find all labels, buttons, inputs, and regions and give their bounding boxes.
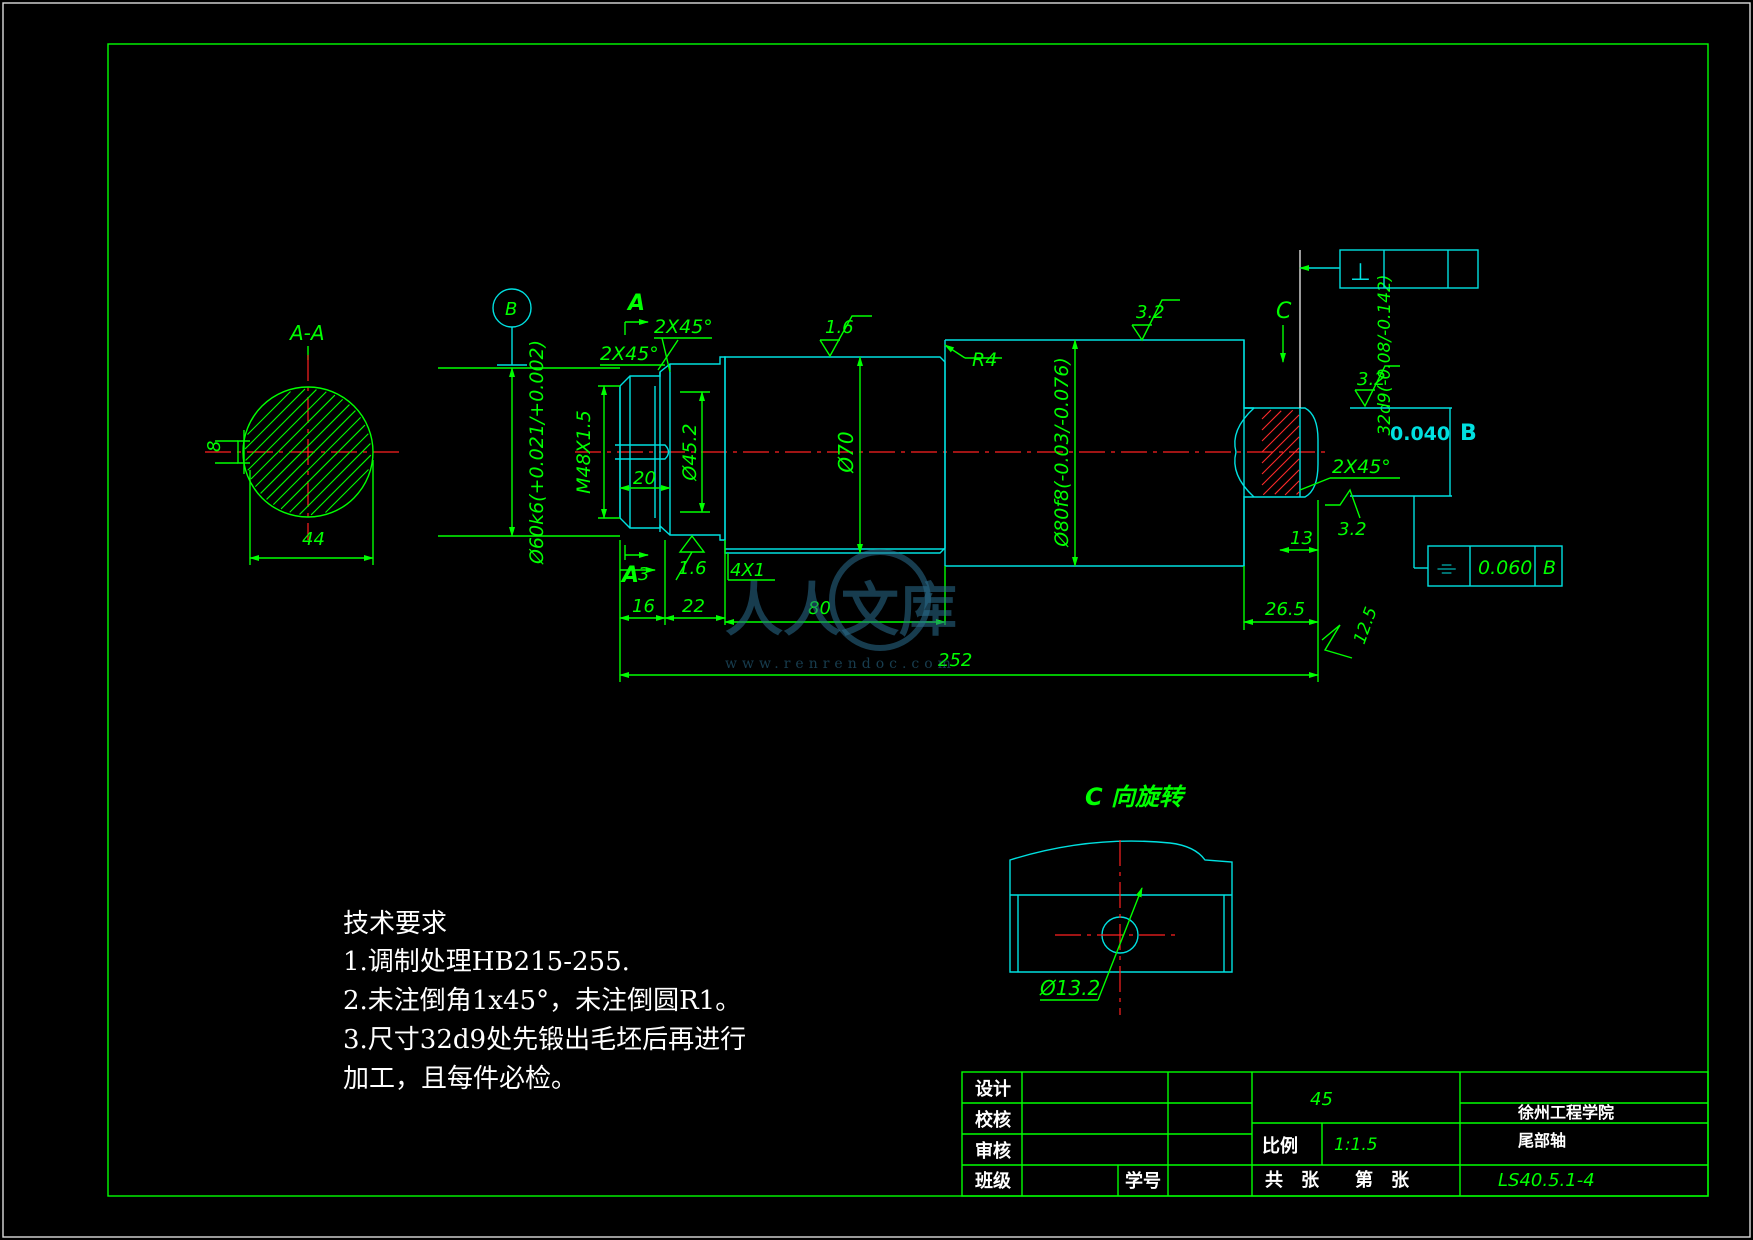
datum-b: B (1460, 421, 1477, 446)
sym-datum: B (1543, 557, 1556, 579)
perp-symbol: ⊥ (1350, 258, 1371, 286)
sym-tol-frame (1427, 545, 1563, 587)
section-circle (242, 386, 374, 518)
tb-part-name: 尾部轴 (1518, 1131, 1566, 1150)
width-dim: 44 (302, 529, 325, 550)
tb-scale: 1:1.5 (1334, 1135, 1378, 1155)
dia-80-dim: Ø80f8(-0.03/-0.076) (1051, 357, 1073, 548)
len-252-dim: 252 (938, 650, 972, 671)
roughness-3.2-top: 3.2 (1136, 302, 1165, 323)
len-3-dim: 3 (638, 564, 649, 585)
tb-scale-label: 比例 (1262, 1135, 1298, 1157)
c-view-title: C 向旋转 (1085, 783, 1187, 811)
svg-text:B: B (505, 299, 517, 320)
radius-dim: R4 (972, 349, 997, 371)
tb-material: 45 (1310, 1089, 1333, 1110)
dim-0040: 0.040 (1390, 423, 1450, 445)
chamfer-right: 2X45° (1332, 456, 1391, 478)
section-marker-bottom: A (620, 563, 639, 588)
tech-item-4: 加工，且每件必检。 (343, 1064, 577, 1094)
tech-item-3: 3.尺寸32d9处先锻出毛坯后再进行 (343, 1025, 746, 1055)
thread-dim: M48X1.5 (573, 410, 595, 494)
c-view-hole-dim: Ø13.2 (1039, 976, 1100, 1000)
roughness-12.5: 12.5 (1350, 604, 1382, 646)
groove-dim: 4X1 (730, 560, 765, 581)
section-marker-top: A (626, 291, 645, 316)
tech-title: 技术要求 (343, 909, 447, 939)
sym-symbol: ⌯ (1437, 553, 1456, 581)
dia-32-dim: 32d9(-0.08/-0.142) (1375, 274, 1395, 435)
tb-sheets: 共 张 第 张 (1265, 1169, 1410, 1191)
len-80-dim: 80 (808, 598, 831, 619)
len-16-dim: 16 (632, 596, 655, 617)
dia-60-dim: Ø60k6(+0.021/+0.002) (526, 340, 548, 565)
tb-check: 校核 (975, 1109, 1011, 1131)
len-20-dim: 20 (633, 468, 656, 489)
tb-drawing-no: LS40.5.1-4 (1498, 1170, 1595, 1191)
view-c-label: C (1276, 299, 1292, 324)
tb-review: 审核 (975, 1140, 1011, 1162)
tb-school: 徐州工程学院 (1517, 1103, 1614, 1122)
section-a-a: A-A 8 44 (204, 321, 400, 565)
tech-item-1: 1.调制处理HB215-255. (343, 947, 630, 977)
perp-tol-frame (1339, 249, 1479, 289)
shaft-main-view: B Ø60k6(+0.021/+0.002) A A M48X1.5 2 (438, 249, 1563, 682)
watermark-logo-ring (829, 549, 931, 651)
tb-design: 设计 (975, 1078, 1011, 1100)
len-13-dim: 13 (1290, 528, 1313, 549)
roughness-1.6-top: 1.6 (825, 317, 854, 338)
dia-45-dim: Ø45.2 (679, 423, 701, 481)
key-width-dim: 8 (204, 441, 225, 452)
roughness-1.6-bottom: 1.6 (678, 558, 707, 579)
tech-requirements: 技术要求 1.调制处理HB215-255. 2.未注倒角1x45°，未注倒圆R1… (343, 909, 746, 1094)
watermark-url: www.renrendoc.com (725, 656, 956, 672)
chamfer-2: 2X45° (654, 316, 713, 338)
watermark-logo-text: 人人文库 (725, 576, 957, 644)
title-block: 设计 校核 审核 班级 学号 45 比例 1:1.5 共 张 第 张 徐州工程学… (961, 1071, 1709, 1197)
roughness-3.2-right-2: 3.2 (1338, 519, 1367, 540)
chamfer-1: 2X45° (600, 343, 659, 365)
tb-student-no: 学号 (1125, 1170, 1161, 1192)
tb-class: 班级 (975, 1170, 1012, 1192)
inner-frame (107, 43, 1709, 1197)
dia-70-dim: Ø70 (834, 431, 858, 473)
section-label: A-A (288, 321, 325, 345)
roughness-3.2-right: 3.2 (1357, 369, 1386, 390)
c-view: C 向旋转 Ø13.2 (1009, 783, 1233, 1015)
tech-item-2: 2.未注倒角1x45°，未注倒圆R1。 (343, 986, 741, 1016)
len-265-dim: 26.5 (1265, 599, 1305, 620)
len-22-dim: 22 (682, 596, 705, 617)
watermark: 人人文库 www.renrendoc.com (725, 549, 957, 672)
sym-tolerance: 0.060 (1478, 557, 1532, 579)
